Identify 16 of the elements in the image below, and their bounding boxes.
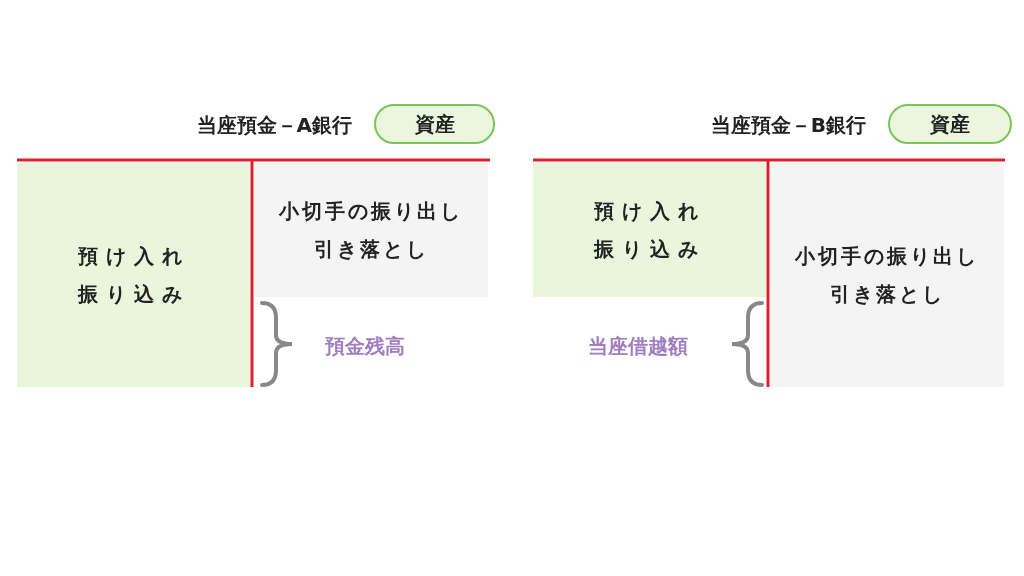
badge-text: 資産	[414, 111, 455, 138]
balance-label: 預金残高	[325, 333, 405, 360]
entry-text: 預け入れ振り込み	[76, 243, 191, 308]
category-badge	[374, 104, 495, 144]
debit-area	[533, 163, 766, 297]
badge-text: 資産	[930, 111, 970, 138]
account-title: 当座預金－A銀行	[196, 112, 352, 139]
entry-text: 預け入れ振り込み	[592, 198, 707, 263]
account-title: 当座預金－B銀行	[710, 112, 866, 139]
entry-text: 小切手の振り出し引き落とし	[278, 198, 464, 263]
balance-label: 当座借越額	[588, 333, 688, 360]
credit-area	[770, 163, 1004, 387]
debit-area	[17, 163, 250, 387]
entry-text: 小切手の振り出し引き落とし	[794, 243, 980, 308]
category-badge	[888, 104, 1012, 144]
credit-area	[254, 163, 488, 297]
